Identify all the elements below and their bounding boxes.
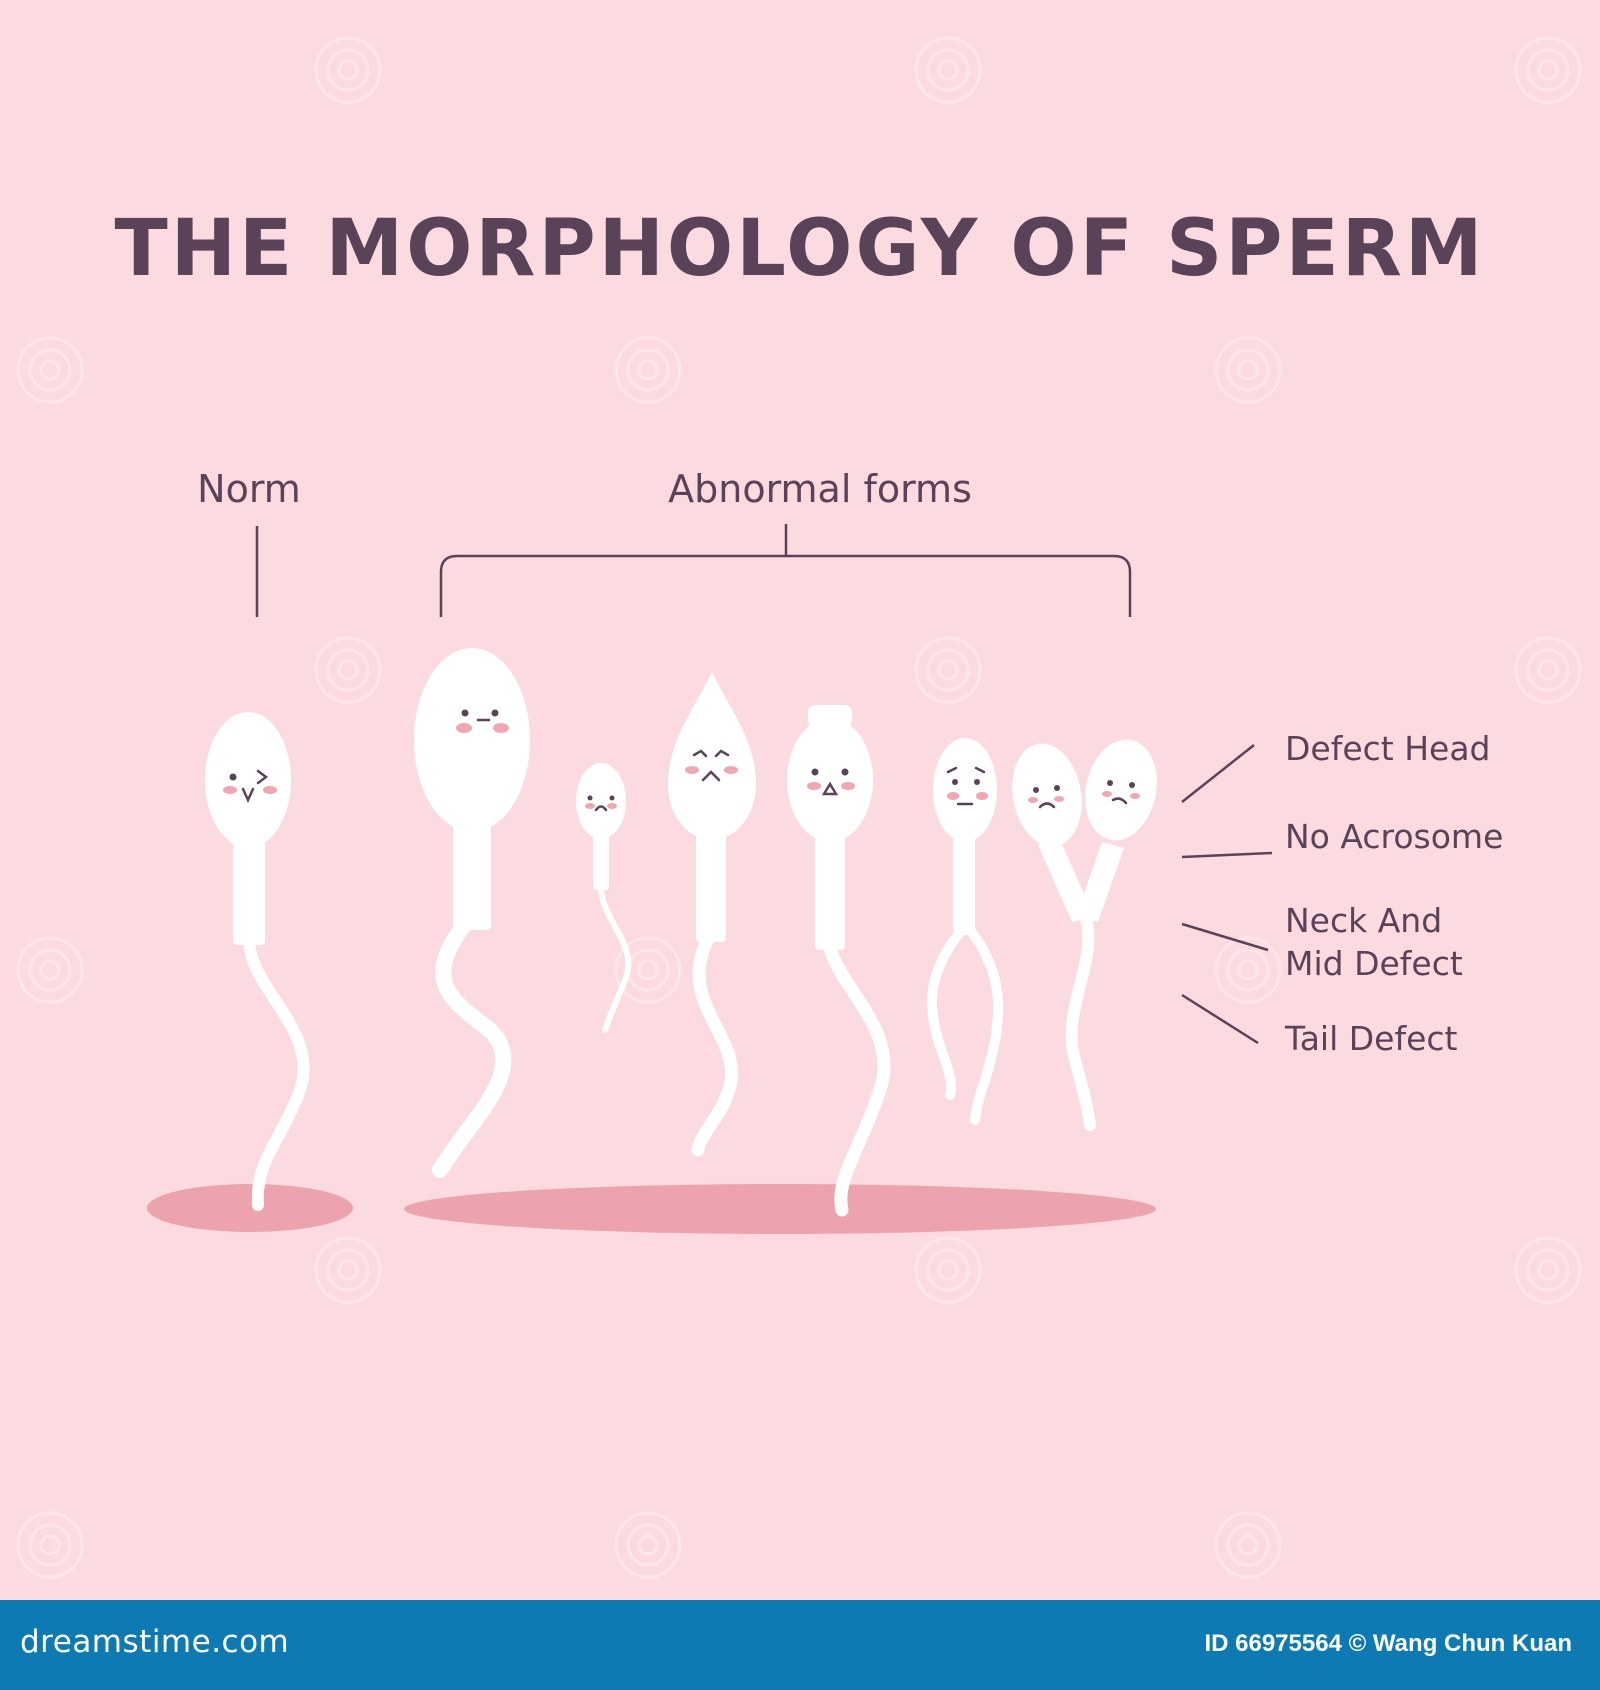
defect-legend: Defect Head No Acrosome Neck And Mid Def…: [1182, 729, 1503, 1058]
neck-mid-defect-label-line2: Mid Defect: [1285, 944, 1463, 983]
abnormal-forms-bracket: [441, 524, 1130, 617]
large-head-sperm: [414, 648, 530, 1170]
morphology-diagram: THE MORPHOLOGY OF SPERM Norm Abnormal fo…: [0, 0, 1600, 1600]
tail-defect-label: Tail Defect: [1284, 1019, 1458, 1058]
page-title: THE MORPHOLOGY OF SPERM: [115, 204, 1486, 294]
small-head-sperm: [576, 763, 628, 1030]
footer-credit: ID 66975564 © Wang Chun Kuan: [1204, 1630, 1572, 1658]
watermark-footer: dreamstime.com ID 66975564 © Wang Chun K…: [0, 1600, 1600, 1690]
abnormal-forms-label: Abnormal forms: [668, 467, 972, 511]
defect-head-pointer: [1182, 745, 1254, 802]
abnormal-shadow: [404, 1184, 1156, 1234]
footer-site-link[interactable]: dreamstime.com: [20, 1624, 289, 1660]
neck-mid-defect-label-line1: Neck And: [1285, 901, 1442, 940]
norm-label: Norm: [197, 467, 301, 511]
defect-head-label: Defect Head: [1285, 729, 1491, 768]
double-tail-sperm: [932, 738, 998, 1120]
no-acrosome-label: No Acrosome: [1285, 817, 1503, 856]
tapered-head-sperm: [668, 672, 756, 1150]
no-acrosome-sperm: [787, 705, 884, 1210]
norm-shadow: [147, 1184, 353, 1232]
no-acrosome-pointer: [1182, 853, 1272, 857]
normal-sperm: [205, 712, 304, 1205]
double-head-sperm: [1004, 733, 1165, 1125]
